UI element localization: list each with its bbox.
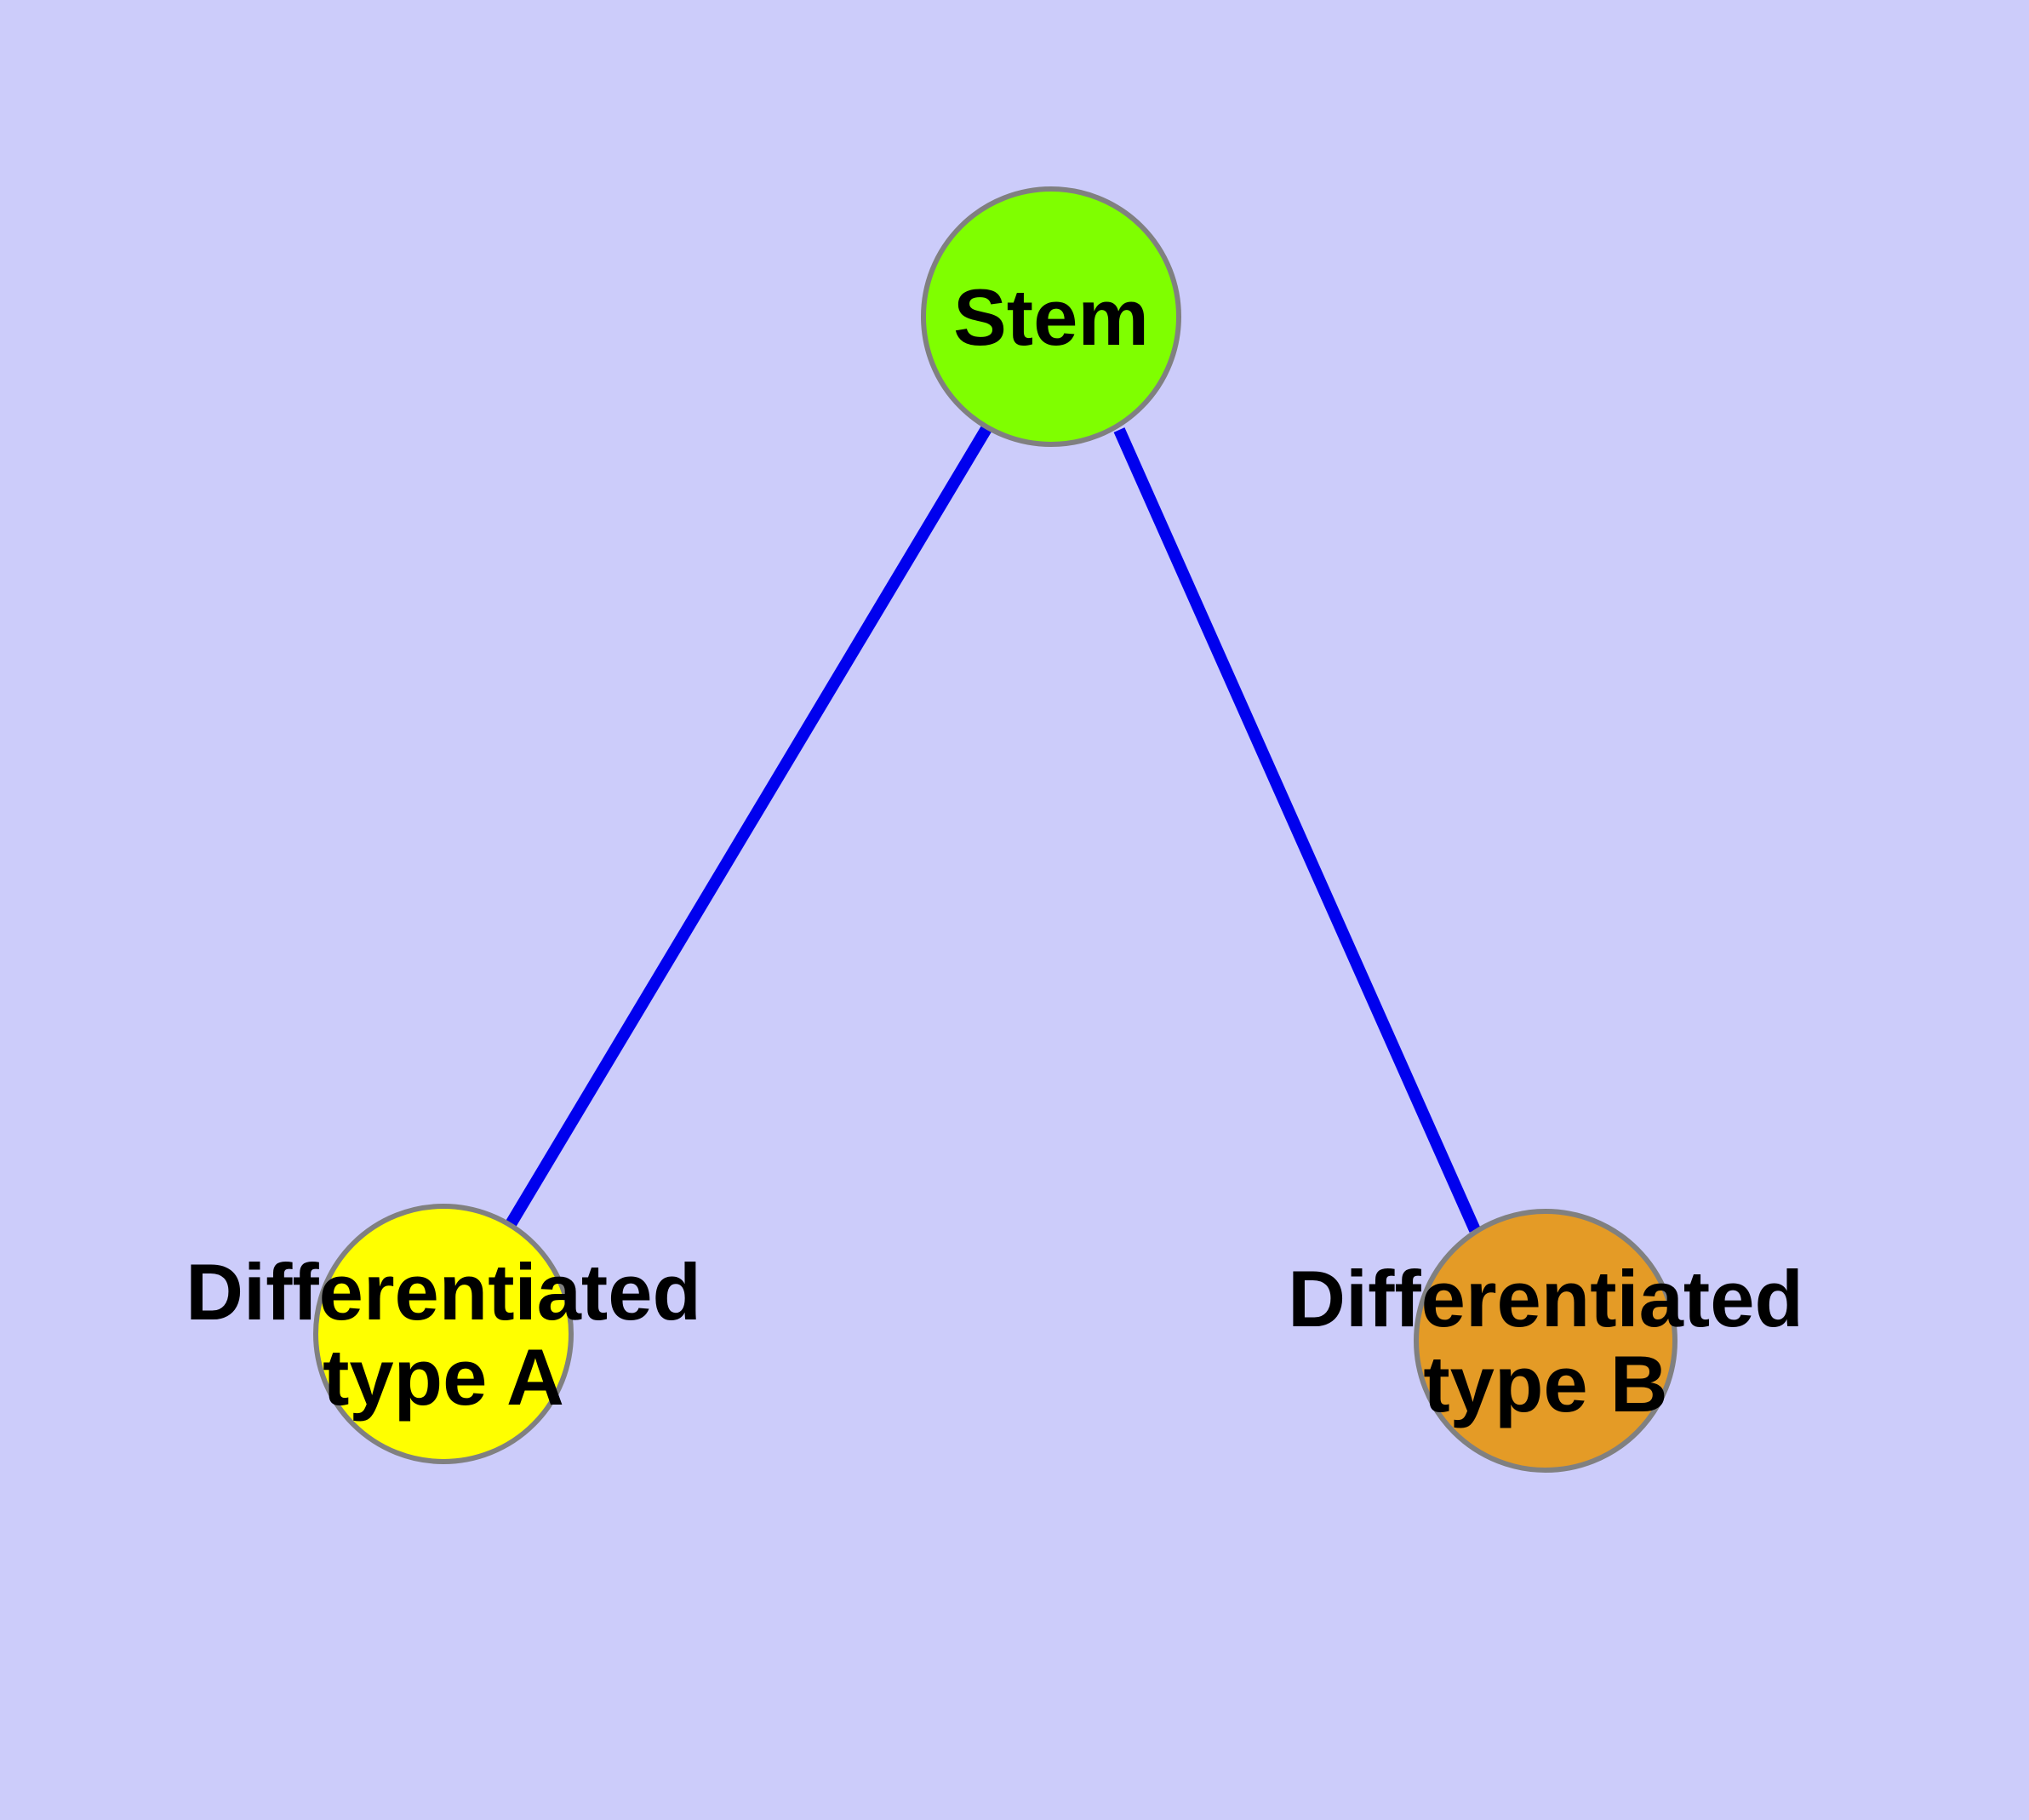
node-label-line: Differentiated (186, 1247, 701, 1336)
node-label-line: Stem (953, 272, 1149, 362)
node-circle-diff-b[interactable] (1414, 1209, 1677, 1473)
node-label-line: type A (323, 1332, 564, 1422)
node-label-stem: Stem (953, 272, 1149, 362)
node-circle-diff-a[interactable] (313, 1204, 574, 1464)
edges-group (505, 424, 1481, 1233)
node-circle-stem[interactable] (921, 186, 1181, 447)
node-label-line: type B (1423, 1339, 1667, 1428)
node-label-line: Differentiated (1288, 1254, 1803, 1343)
edge-stem-to-diff-b[interactable] (1113, 427, 1481, 1233)
nodes-group (313, 186, 1677, 1473)
edge-stem-to-diff-a[interactable] (505, 424, 993, 1228)
